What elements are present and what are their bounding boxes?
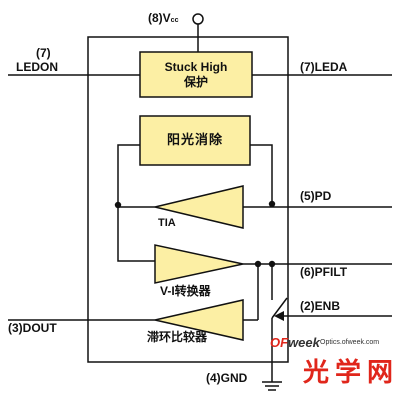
ambient-cancel-block xyxy=(139,115,251,166)
switch-blade xyxy=(271,297,288,319)
leda-label: (7)LEDA xyxy=(300,60,348,74)
stuck-high-line2: 保护 xyxy=(183,75,208,89)
enb-label: (2)ENB xyxy=(300,299,341,313)
pd-label: (5)PD xyxy=(300,189,332,203)
stuck-high-line1: Stuck High xyxy=(164,60,228,74)
chip-outline xyxy=(87,36,289,363)
watermark-url: Optics.ofweek.com xyxy=(320,339,380,346)
stuck-high-label: Stuck High 保护 xyxy=(140,60,252,90)
vcc-label: (8)Vcc xyxy=(148,11,179,25)
ledon-number-label: (7) xyxy=(36,46,51,60)
feedback-right xyxy=(250,144,273,204)
ofweek-logo: OFweek xyxy=(270,335,320,350)
pfilt-label: (6)PFILT xyxy=(300,265,348,279)
ambient-cancel-label: 阳光消除 xyxy=(166,132,223,147)
dout-label: (3)DOUT xyxy=(8,321,57,335)
junction-pd xyxy=(268,200,276,208)
watermark-site-name: 光学网 xyxy=(303,358,400,388)
enb-arrow xyxy=(274,311,284,321)
ledon-label: LEDON xyxy=(16,60,58,74)
comparator-label: 滞环比较器 xyxy=(147,330,208,344)
tia-label: TIA xyxy=(158,217,176,229)
vi-converter xyxy=(154,244,244,284)
vcc-terminal xyxy=(192,13,204,25)
stuck-high-block xyxy=(139,51,253,98)
junction-tia-out xyxy=(114,201,122,209)
vi-converter-label: V-I转换器 xyxy=(160,284,211,298)
gnd-label: (4)GND xyxy=(206,371,248,385)
